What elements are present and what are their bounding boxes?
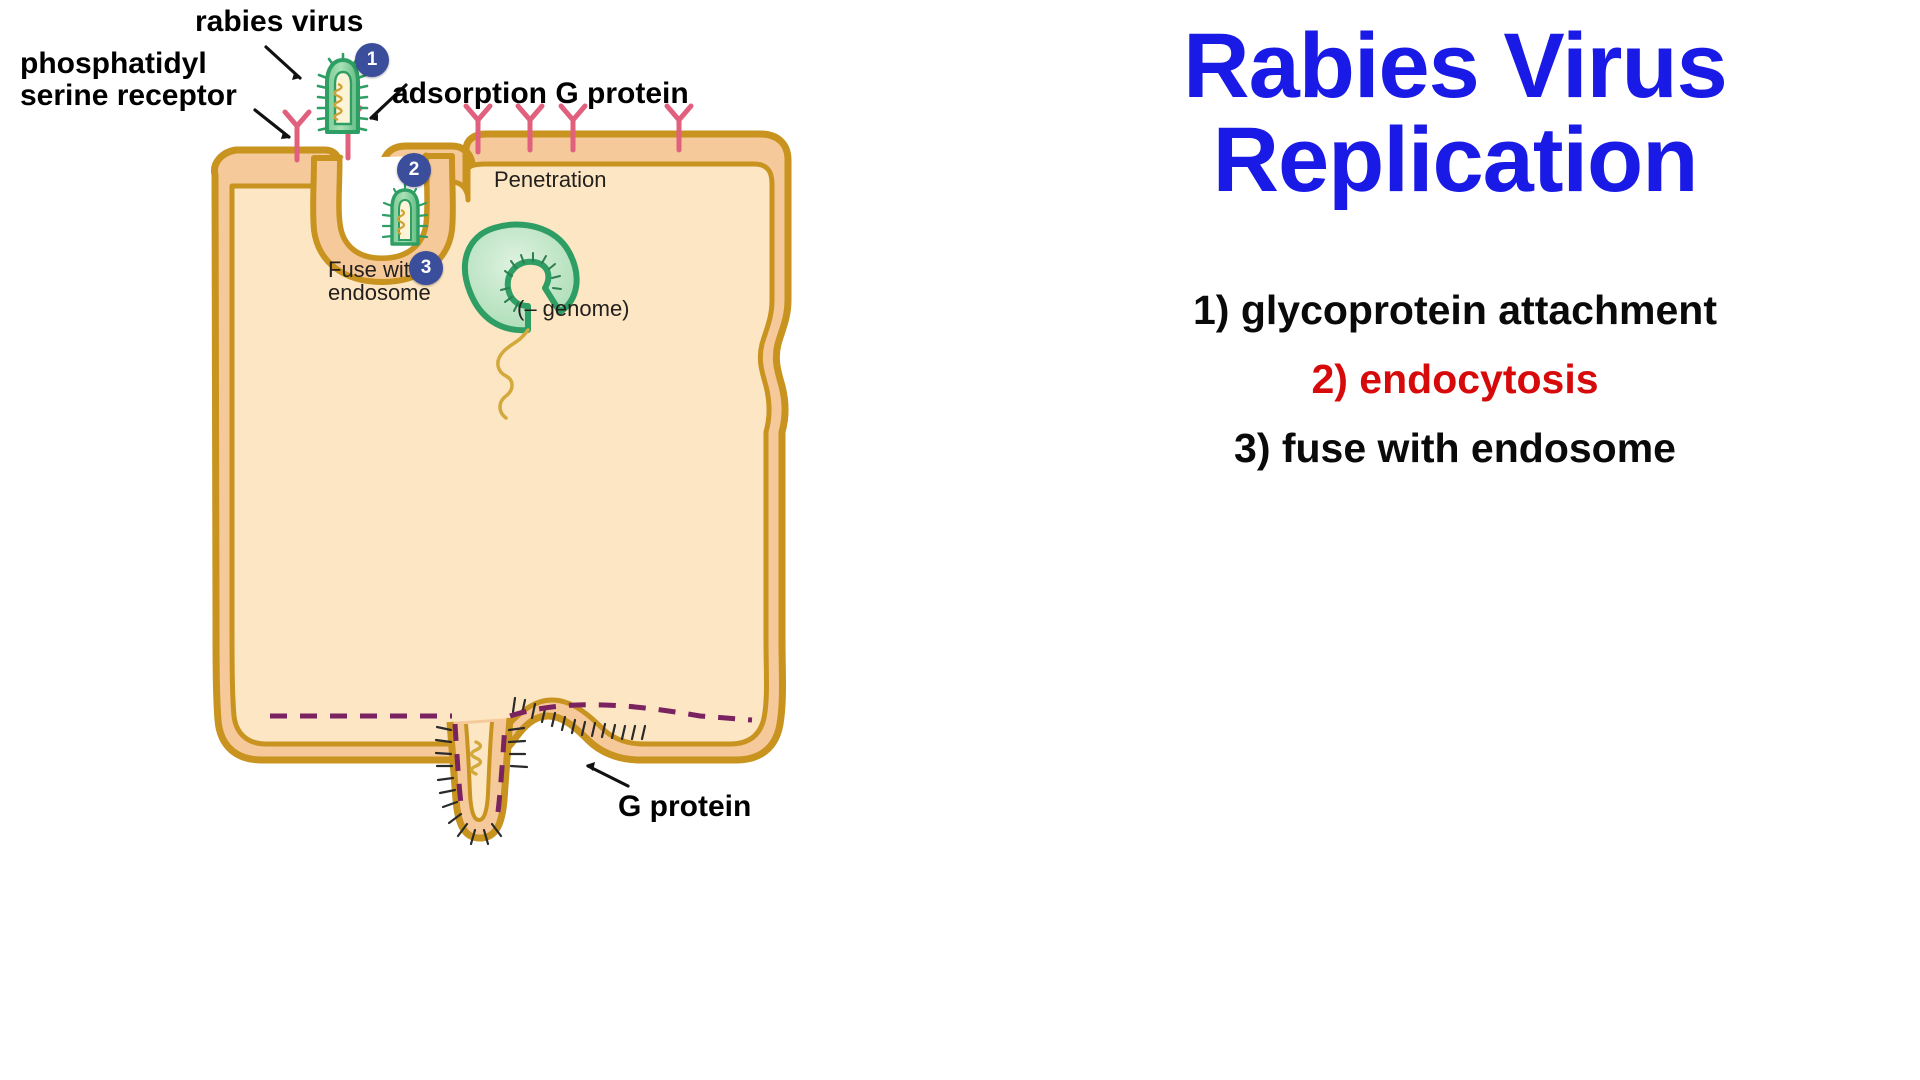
g-protein-spikes [434,696,647,846]
negative-genome-strand [496,328,530,420]
step-badge-1: 1 [355,43,389,77]
arrow-adsorption [369,83,408,120]
step-item-3: 3) fuse with endosome [1234,425,1676,471]
step-item-2: 2) endocytosis [1311,356,1599,402]
label-penetration: Penetration [494,167,607,192]
arrow-rabies-virus [264,45,302,80]
receptor-icon [282,109,312,163]
budding-virion [270,696,753,846]
virion-inner-matrix [333,70,353,126]
endosome-membrane [461,221,580,334]
label-negative-genome: (– genome) [517,296,630,321]
label-adsorption-g-protein: adsorption G protein [392,77,689,110]
virion-nucleocapsid [333,82,343,122]
endosome [461,221,580,420]
step-badge-3: 3 [409,251,443,285]
receptor-icon [515,103,545,153]
receptor-icon [664,103,694,153]
rabies-virion-in-pit [381,182,429,246]
label-phosphatidylserine-receptor: phosphatidyl serine receptor [20,47,237,112]
annotation-arrows [253,45,630,788]
rabies-virion-extracellular [316,52,369,134]
bud-lumen [464,721,494,823]
page-title: Rabies Virus Replication [990,15,1920,211]
step-badge-2: 2 [397,153,431,187]
arrow-g-protein [586,764,630,788]
title-line-2: Replication [1212,108,1699,211]
step-item-1: 1) glycoprotein attachment [1193,287,1717,333]
replication-steps-list: 1) glycoprotein attachment 2) endocytosi… [990,290,1920,497]
virion-pit-nucleocapsid [396,209,406,235]
rabies-replication-diagram: rabies virus phosphatidyl serine recepto… [20,5,792,846]
endosome-inner-spikes [500,252,562,312]
diagram-svg [210,45,792,846]
text-panel: Rabies Virus Replication 1) glycoprotein… [990,0,1920,1080]
title-line-1: Rabies Virus [1183,15,1728,117]
label-g-protein: G protein [618,790,752,823]
m-protein-layer [270,702,753,813]
label-rabies-virus: rabies virus [195,5,364,38]
receptor-icon [463,103,493,155]
bud-nucleocapsid [469,740,483,776]
receptor-icon [558,103,588,153]
receptor-group [282,103,694,163]
